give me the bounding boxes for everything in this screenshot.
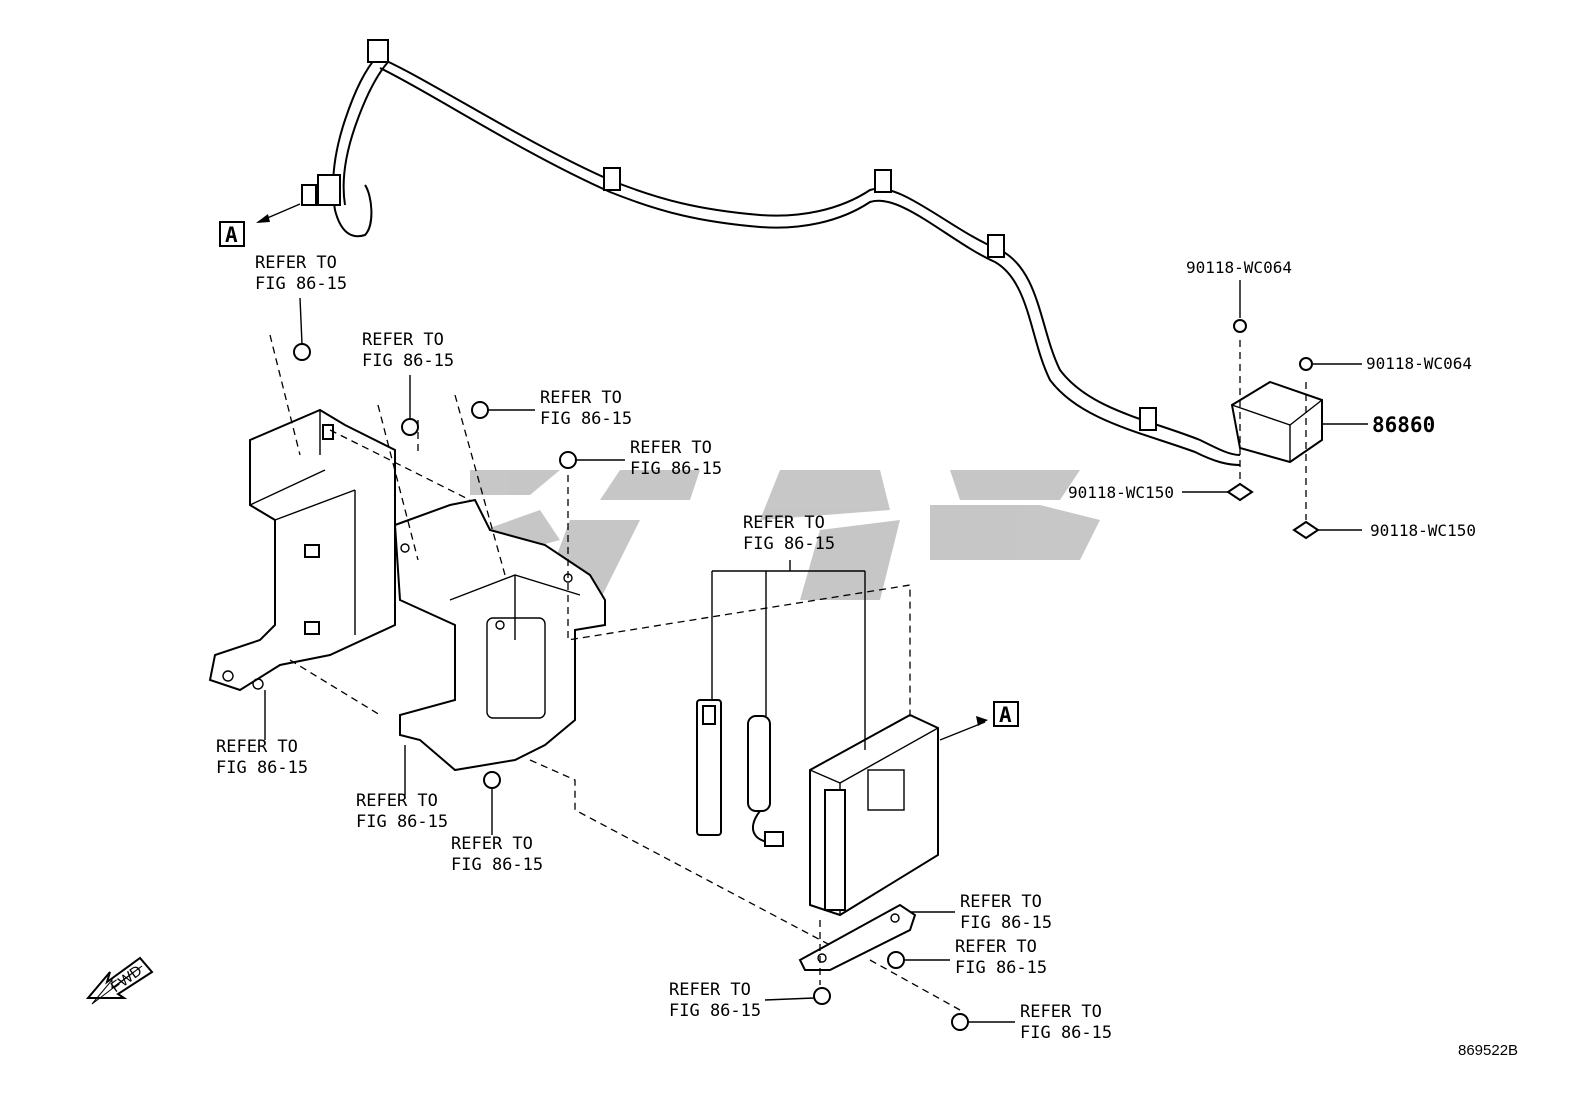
svg-text:FIG 86-15: FIG 86-15 (540, 409, 632, 429)
bolt-icon (559, 451, 577, 469)
refer-label: REFER TO FIG 86-15 (451, 834, 543, 875)
svg-text:REFER TO: REFER TO (630, 438, 712, 458)
refer-label: REFER TO FIG 86-15 (356, 791, 448, 832)
refer-label: REFER TO FIG 86-15 (960, 892, 1052, 933)
svg-text:REFER TO: REFER TO (356, 791, 438, 811)
refer-label: REFER TO FIG 86-15 (743, 513, 835, 554)
module-86860 (1182, 280, 1368, 540)
bolt-icon (813, 987, 831, 1005)
callout-a-top: A (219, 203, 301, 247)
diagram-code: 869522B (1458, 1042, 1518, 1059)
svg-text:FIG 86-15: FIG 86-15 (743, 534, 835, 554)
svg-text:REFER TO: REFER TO (1020, 1002, 1102, 1022)
ecu-unit (809, 713, 939, 917)
harness-clip (603, 167, 621, 191)
wire-harness (301, 39, 1241, 466)
connector-right (747, 715, 784, 847)
svg-text:FIG 86-15: FIG 86-15 (955, 958, 1047, 978)
refer-label: REFER TO FIG 86-15 (216, 737, 308, 778)
harness-clip (1139, 407, 1157, 431)
refer-label: REFER TO FIG 86-15 (955, 937, 1047, 978)
refer-label: REFER TO FIG 86-15 (255, 253, 347, 294)
svg-text:REFER TO: REFER TO (255, 253, 337, 273)
harness-connector (301, 184, 317, 206)
refer-label: REFER TO FIG 86-15 (362, 330, 454, 371)
svg-text:REFER TO: REFER TO (362, 330, 444, 350)
nut-icon (293, 343, 311, 361)
connector-left (696, 699, 722, 836)
harness-clip (987, 234, 1005, 258)
nut-icon (1292, 520, 1320, 540)
refer-label: REFER TO FIG 86-15 (1020, 1002, 1112, 1043)
pn-main: 86860 (1372, 413, 1435, 437)
svg-text:REFER TO: REFER TO (540, 388, 622, 408)
svg-text:FIG 86-15: FIG 86-15 (669, 1001, 761, 1021)
bracket-left (208, 408, 396, 692)
box-a (219, 221, 245, 247)
pn-nut-right: 90118-WC150 (1370, 521, 1476, 540)
pn-screw-top: 90118-WC064 (1186, 258, 1292, 277)
svg-text:REFER TO: REFER TO (743, 513, 825, 533)
ecu-leader (711, 560, 866, 750)
pn-nut-left: 90118-WC150 (1068, 483, 1174, 502)
bolt-icon (887, 951, 905, 969)
svg-text:FIG 86-15: FIG 86-15 (1020, 1023, 1112, 1043)
box-a-letter: A (999, 703, 1012, 727)
svg-text:FIG 86-15: FIG 86-15 (356, 812, 448, 832)
svg-text:REFER TO: REFER TO (955, 937, 1037, 957)
svg-text:REFER TO: REFER TO (960, 892, 1042, 912)
svg-text:REFER TO: REFER TO (669, 980, 751, 1000)
screw-icon (1233, 319, 1247, 333)
svg-text:FIG 86-15: FIG 86-15 (960, 913, 1052, 933)
harness-connector (317, 174, 341, 206)
harness-clip (874, 169, 892, 193)
nut-icon (951, 1013, 969, 1031)
bracket-bottom (798, 903, 917, 971)
fasteners (264, 297, 1015, 1031)
box-a (993, 701, 1019, 727)
fwd-arrow-icon: FWD (85, 956, 154, 1005)
svg-text:FIG 86-15: FIG 86-15 (255, 274, 347, 294)
svg-text:REFER TO: REFER TO (451, 834, 533, 854)
nut-icon (401, 418, 419, 436)
svg-text:FIG 86-15: FIG 86-15 (630, 459, 722, 479)
harness-clip (367, 39, 389, 63)
nut-icon (1226, 482, 1254, 502)
svg-text:REFER TO: REFER TO (216, 737, 298, 757)
pn-screw-right: 90118-WC064 (1366, 354, 1472, 373)
screw-icon (1299, 357, 1313, 371)
svg-text:FIG 86-15: FIG 86-15 (362, 351, 454, 371)
refer-label: REFER TO FIG 86-15 (669, 980, 761, 1021)
svg-text:FIG 86-15: FIG 86-15 (216, 758, 308, 778)
refer-label: REFER TO FIG 86-15 (540, 388, 632, 429)
callout-a-right: A (939, 701, 1019, 741)
refer-label: REFER TO FIG 86-15 (630, 438, 722, 479)
nut-icon (471, 401, 489, 419)
svg-text:FIG 86-15: FIG 86-15 (451, 855, 543, 875)
assembly-lines (269, 334, 961, 1011)
box-a-letter: A (225, 223, 238, 247)
nut-icon (483, 771, 501, 789)
